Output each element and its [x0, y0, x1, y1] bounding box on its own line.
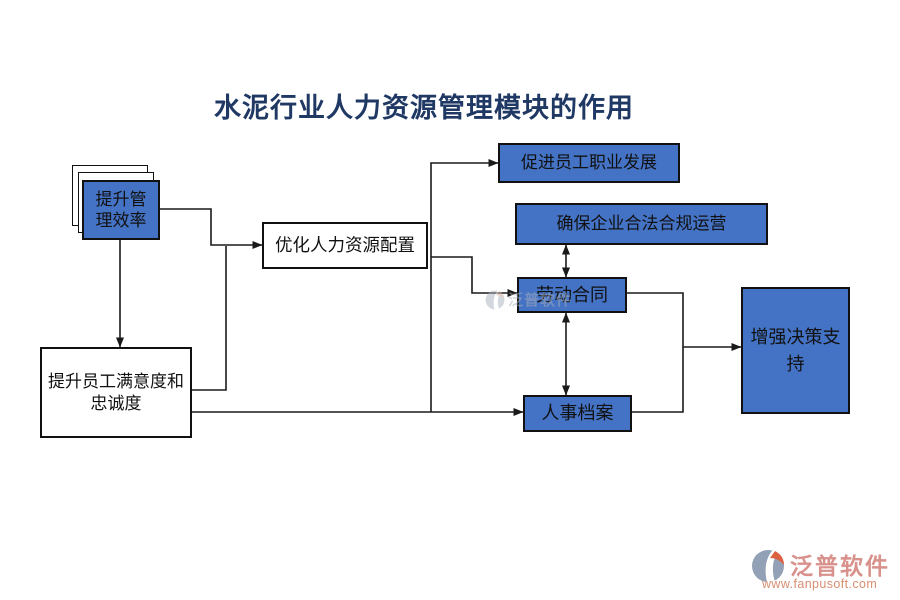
diagram-title: 水泥行业人力资源管理模块的作用: [214, 93, 634, 123]
node-labor-contract: 劳动合同: [517, 277, 627, 313]
node-optimize-hr-allocation: 优化人力资源配置: [262, 222, 428, 269]
brand-url: www.fanpusoft.com: [762, 577, 878, 591]
node-improve-management-efficiency: 提升管理效率: [82, 180, 160, 240]
edge-labor-to-decision: [627, 292, 742, 351]
edge-optimize-to-labor: [431, 256, 518, 297]
fanpu-logo-icon: [752, 550, 784, 582]
node-improve-satisfaction-loyalty: 提升员工满意度和忠诚度: [40, 347, 192, 438]
edge-satisfaction-join-optimize: [192, 246, 227, 391]
node-personnel-files: 人事档案: [523, 395, 632, 432]
edge-mgmt-to-optimize: [160, 208, 263, 249]
brand-name: 泛普软件: [790, 553, 890, 579]
node-enhance-decision-support: 增强决策支持: [741, 287, 850, 414]
node-ensure-legal-compliance: 确保企业合法合规运营: [515, 203, 768, 245]
node-promote-career-development: 促进员工职业发展: [498, 143, 680, 183]
brand-watermark: 泛普软件 www.fanpusoft.com: [746, 546, 896, 594]
edge-optimize-to-career: [430, 159, 499, 412]
edge-files-join-decision: [632, 347, 684, 413]
